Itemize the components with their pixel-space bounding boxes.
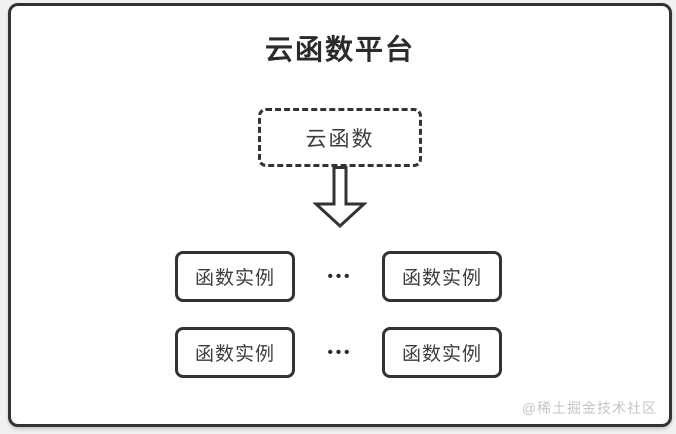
- cloud-function-node: 云函数: [258, 108, 422, 167]
- function-instance-node: 函数实例: [381, 251, 502, 302]
- function-instance-node: 函数实例: [175, 327, 295, 378]
- function-instance-node: 函数实例: [175, 251, 295, 302]
- down-arrow-icon: [313, 166, 367, 228]
- instances-grid: 函数实例 ••• 函数实例 函数实例 ••• 函数实例: [175, 251, 502, 378]
- instance-row: 函数实例 ••• 函数实例: [175, 251, 502, 302]
- diagram-title: 云函数平台: [264, 34, 415, 65]
- instance-row: 函数实例 ••• 函数实例: [175, 327, 502, 378]
- ellipsis-dots: •••: [327, 344, 353, 361]
- platform-frame: 云函数平台 云函数 函数实例 ••• 函数实例 函数实例 ••• 函数实例 @稀…: [8, 3, 672, 427]
- watermark-text: @稀土掘金技术社区: [521, 400, 657, 416]
- ellipsis-dots: •••: [327, 268, 353, 285]
- function-instance-node: 函数实例: [381, 327, 502, 378]
